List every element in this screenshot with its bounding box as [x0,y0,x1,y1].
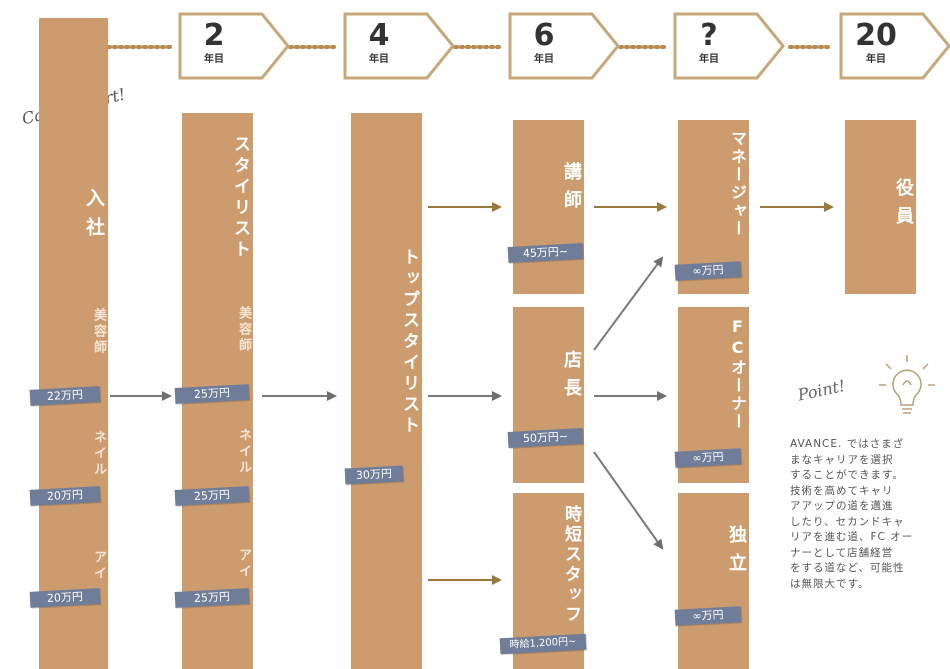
join-title: 入社 [83,188,105,246]
instructor-title: 講師 [561,162,582,218]
top-stylist-column: トップスタイリスト [351,113,422,669]
stylist-beautician-label: 美容師 [236,306,251,354]
header-step-q: ? 年目 [678,20,740,76]
header-step-2: 2 年目 [183,20,245,76]
header-ribbons [178,12,950,80]
store-manager-title: 店長 [561,350,582,406]
arrow-manager-indep [593,451,664,550]
ribbon-q [673,12,785,80]
independent-box: 独立 [678,493,749,669]
ribbon-6 [508,12,620,80]
join-eye-label: アイ [91,550,106,582]
step-unit: 年目 [204,54,224,65]
header-step-4: 4 年目 [348,20,410,76]
fc-owner-title: FCオーナー [728,317,747,431]
ribbon-20 [839,12,950,80]
step-number: 2 [203,18,225,53]
lightbulb-icon [879,355,935,414]
instructor-box: 講師 [513,120,584,294]
short-time-staff-title: 時短スタッフ [561,505,581,625]
arrow-manager-mgr [593,256,664,351]
join-beautician-label: 美容師 [91,308,106,356]
header-step-6: 6 年目 [513,20,575,76]
ribbon-4 [343,12,455,80]
executive-box: 役員 [845,120,916,294]
step-number: ? [700,18,718,53]
step-unit: 年目 [866,54,886,65]
top-stylist-salary: 30万円 [344,465,404,485]
top-stylist-title: トップスタイリスト [399,248,419,437]
step-unit: 年目 [699,54,719,65]
step-unit: 年目 [369,54,389,65]
independent-title: 独立 [726,525,747,581]
stylist-nail-label: ネイル [236,428,251,476]
step-number: 4 [368,18,390,53]
header-step-20: 20 年目 [845,20,907,76]
executive-title: 役員 [893,178,914,234]
step-unit: 年目 [534,54,554,65]
join-column: 入社 美容師 ネイル アイ [39,18,108,669]
stylist-eye-label: アイ [236,548,251,580]
store-manager-box: 店長 [513,307,584,483]
step-number: 6 [533,18,555,53]
manager-title: マネージャー [728,130,747,238]
ribbon-2 [178,12,290,80]
join-nail-label: ネイル [91,430,106,478]
step-number: 20 [855,18,897,53]
stylist-title: スタイリスト [230,135,250,261]
point-text: AVANCE. ではさまざ まなキャリアを選択 することができます。 技術を高め… [790,438,914,590]
